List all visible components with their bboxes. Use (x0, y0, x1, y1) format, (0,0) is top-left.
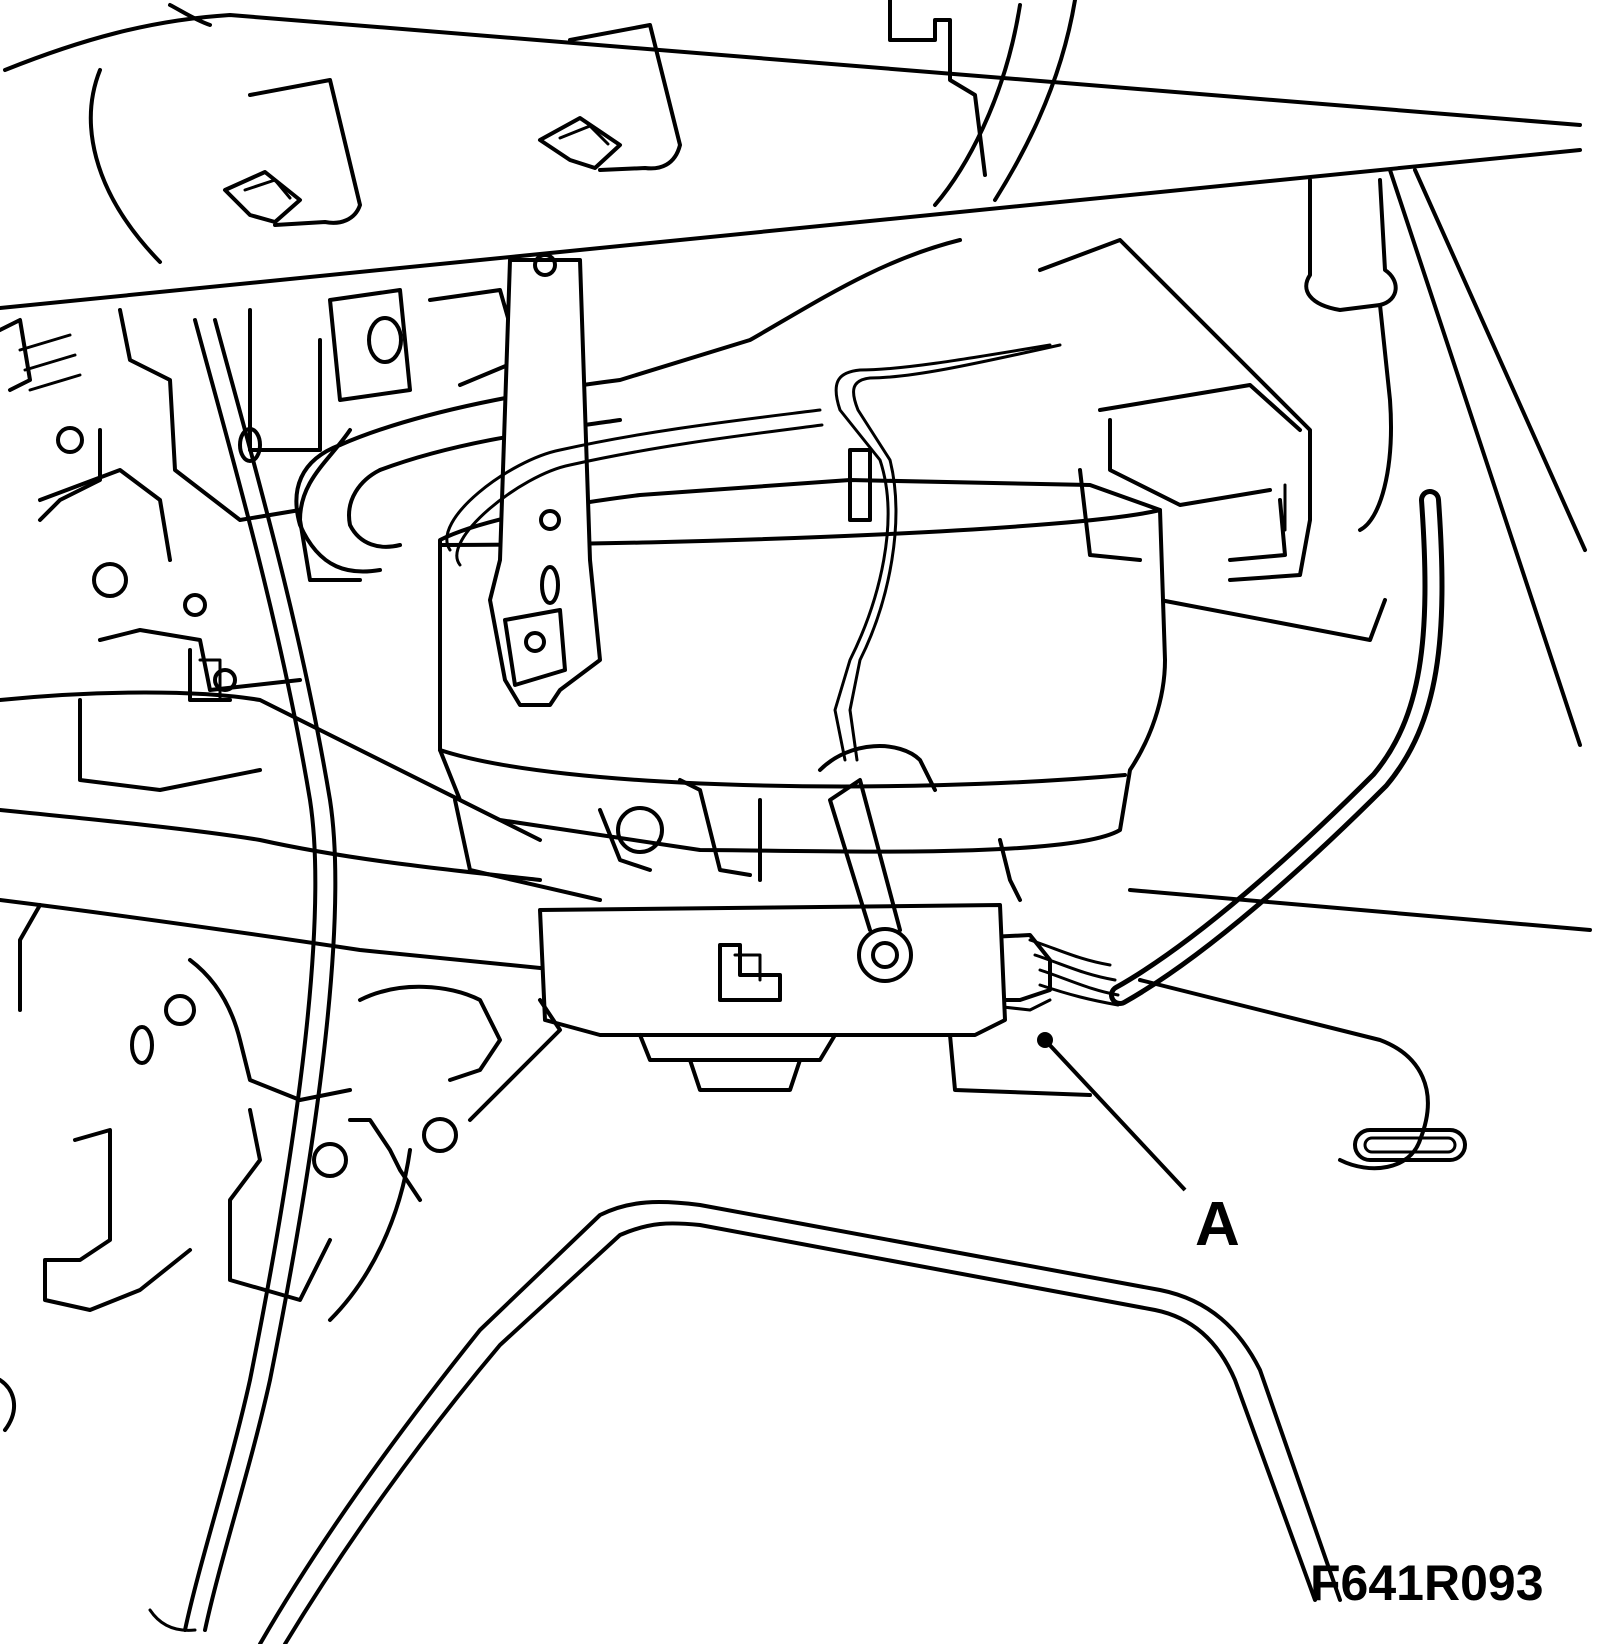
floor-console-outline (258, 1200, 1342, 1644)
long-cable-left (148, 318, 338, 1632)
mounting-strap (488, 253, 602, 707)
air-duct (294, 238, 962, 574)
lower-left-frame (0, 903, 562, 1432)
dashboard-panel (0, 0, 1582, 310)
callout-a-leader (1043, 1038, 1187, 1192)
slotted-bracket (1353, 1128, 1467, 1162)
callout-a: A (1037, 1032, 1240, 1259)
right-support-structure (1038, 168, 1587, 747)
left-bracket-assembly (0, 288, 522, 792)
callout-a-label: A (1195, 1190, 1240, 1259)
wiring-harness-right (1109, 489, 1445, 1006)
blower-motor (438, 448, 1167, 902)
figure-code: F641R093 (1310, 1555, 1544, 1611)
blower-control-module (538, 744, 1092, 1097)
sensor-wire (445, 343, 1062, 762)
